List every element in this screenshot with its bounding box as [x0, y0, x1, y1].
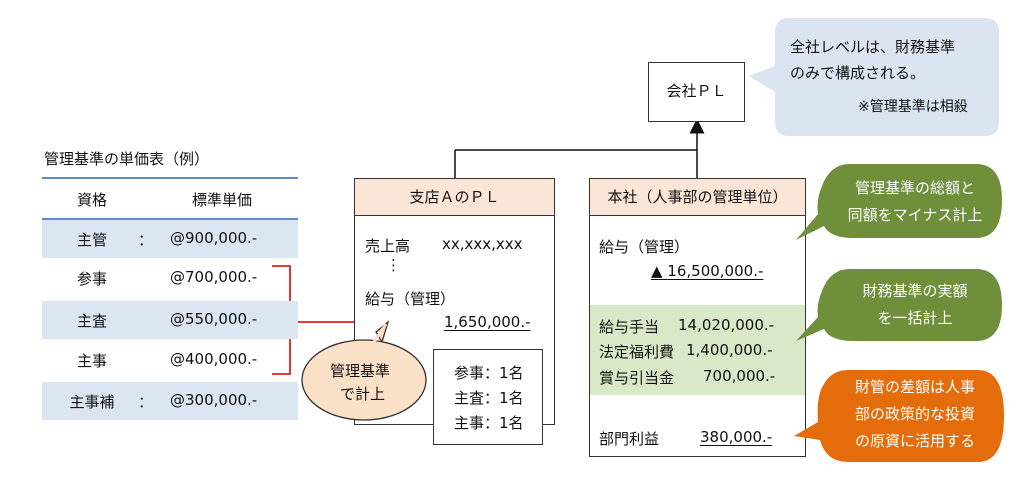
green-bubble-2-text: 財務基準の実額 を一括計上 [830, 278, 1000, 332]
company-pl-label: 会社ＰＬ [666, 82, 727, 100]
hq-salary-amount: ▲ 16,500,000.- [651, 262, 764, 280]
price-cell: @900,000.- [170, 229, 258, 247]
table-top-rule [42, 177, 298, 179]
peach-bubble-line1: 管理基準 [330, 362, 391, 380]
hq-item-value: 700,000.- [703, 367, 776, 385]
orange-bubble-line3: の原資に活用する [854, 432, 975, 450]
callout-top-note: ※管理基準は相殺 [858, 99, 968, 115]
hq-item-label: 給与手当 [599, 318, 660, 336]
table-row: 参事 @700,000.- [42, 259, 298, 297]
hq-item-label: 賞与引当金 [599, 369, 675, 387]
grade-cell: 主事 [76, 352, 107, 370]
headcount-line: 主事：1名 [454, 414, 524, 432]
hq-item-value: 1,400,000.- [686, 341, 773, 359]
header-price: 標準単価 [192, 191, 253, 209]
callout-top-line1: 全社レベルは、財務基準 [790, 38, 956, 56]
branch-dots: ⋮ [386, 256, 401, 274]
table-title: 管理基準の単価表（例） [44, 150, 210, 168]
table-row: 主査 @550,000.- [42, 301, 298, 339]
hq-item-label: 法定福利費 [599, 343, 675, 361]
callout-top-shape [749, 18, 999, 136]
hq-box: 本社（人事部の管理単位） [589, 178, 806, 457]
table-header-rule [42, 218, 298, 220]
hq-salary-label: 給与（管理） [599, 238, 690, 256]
headcount-line: 参事：1名 [454, 364, 524, 382]
hq-item-value: 14,020,000.- [678, 316, 775, 334]
price-cell: @700,000.- [170, 268, 258, 286]
hq-title: 本社（人事部の管理単位） [590, 179, 805, 216]
header-grade: 資格 [76, 191, 107, 209]
hq-financial-band [590, 305, 805, 395]
grade-cell: 主事補 [69, 393, 115, 411]
green-bubble-1-text: 管理基準の総額と 同額をマイナス計上 [830, 175, 1000, 229]
hq-profit-label: 部門利益 [599, 430, 660, 448]
green-bubble-1-shape [796, 164, 1002, 240]
orange-bubble-line1: 財管の差額は人事 [854, 378, 975, 396]
company-pl-box: 会社ＰＬ [648, 62, 745, 122]
table-row: 主事補 ： @300,000.- [42, 382, 298, 420]
price-cell: @300,000.- [170, 391, 258, 409]
branch-pl-title: 支店ＡのＰＬ [355, 179, 554, 216]
branch-sales-label: 売上高 [365, 237, 411, 255]
green-bubble-1-line2: 同額をマイナス計上 [847, 206, 983, 224]
table-row: 主管 ： @900,000.- [42, 220, 298, 258]
separator: ： [138, 231, 154, 249]
headcount-line: 主査：1名 [454, 389, 524, 407]
green-bubble-1-line1: 管理基準の総額と [854, 179, 975, 197]
hq-salary-value: ▲ 16,500,000.- [651, 262, 763, 280]
table-row: 主事 @400,000.- [42, 341, 298, 379]
branch-sales-value: xx,xxx,xxx [442, 235, 523, 253]
grade-cell: 主査 [76, 312, 107, 330]
price-cell: @550,000.- [170, 310, 258, 328]
branch-salary-label: 給与（管理） [365, 290, 456, 308]
grade-cell: 主管 [76, 231, 107, 249]
green-bubble-2-line1: 財務基準の実額 [862, 282, 968, 300]
callout-top-line2: のみで構成される。 [790, 64, 926, 82]
grade-cell: 参事 [76, 270, 107, 288]
orange-bubble-shape [794, 370, 1004, 462]
table-header-row: 資格 標準単価 [42, 178, 298, 216]
green-bubble-2-line2: を一括計上 [877, 309, 953, 327]
green-bubble-2-shape [796, 269, 1002, 341]
headcount-box [433, 349, 543, 445]
hq-profit-value: 380,000.- [700, 428, 773, 446]
price-cell: @400,000.- [170, 350, 258, 368]
orange-bubble-text: 財管の差額は人事 部の政策的な投資 の原資に活用する [830, 374, 1000, 455]
orange-bubble-line2: 部の政策的な投資 [854, 405, 975, 423]
peach-bubble-shape [301, 320, 427, 421]
branch-salary-value: 1,650,000.- [444, 313, 531, 331]
peach-bubble-line2: で計上 [340, 385, 386, 403]
separator: ： [138, 393, 154, 411]
